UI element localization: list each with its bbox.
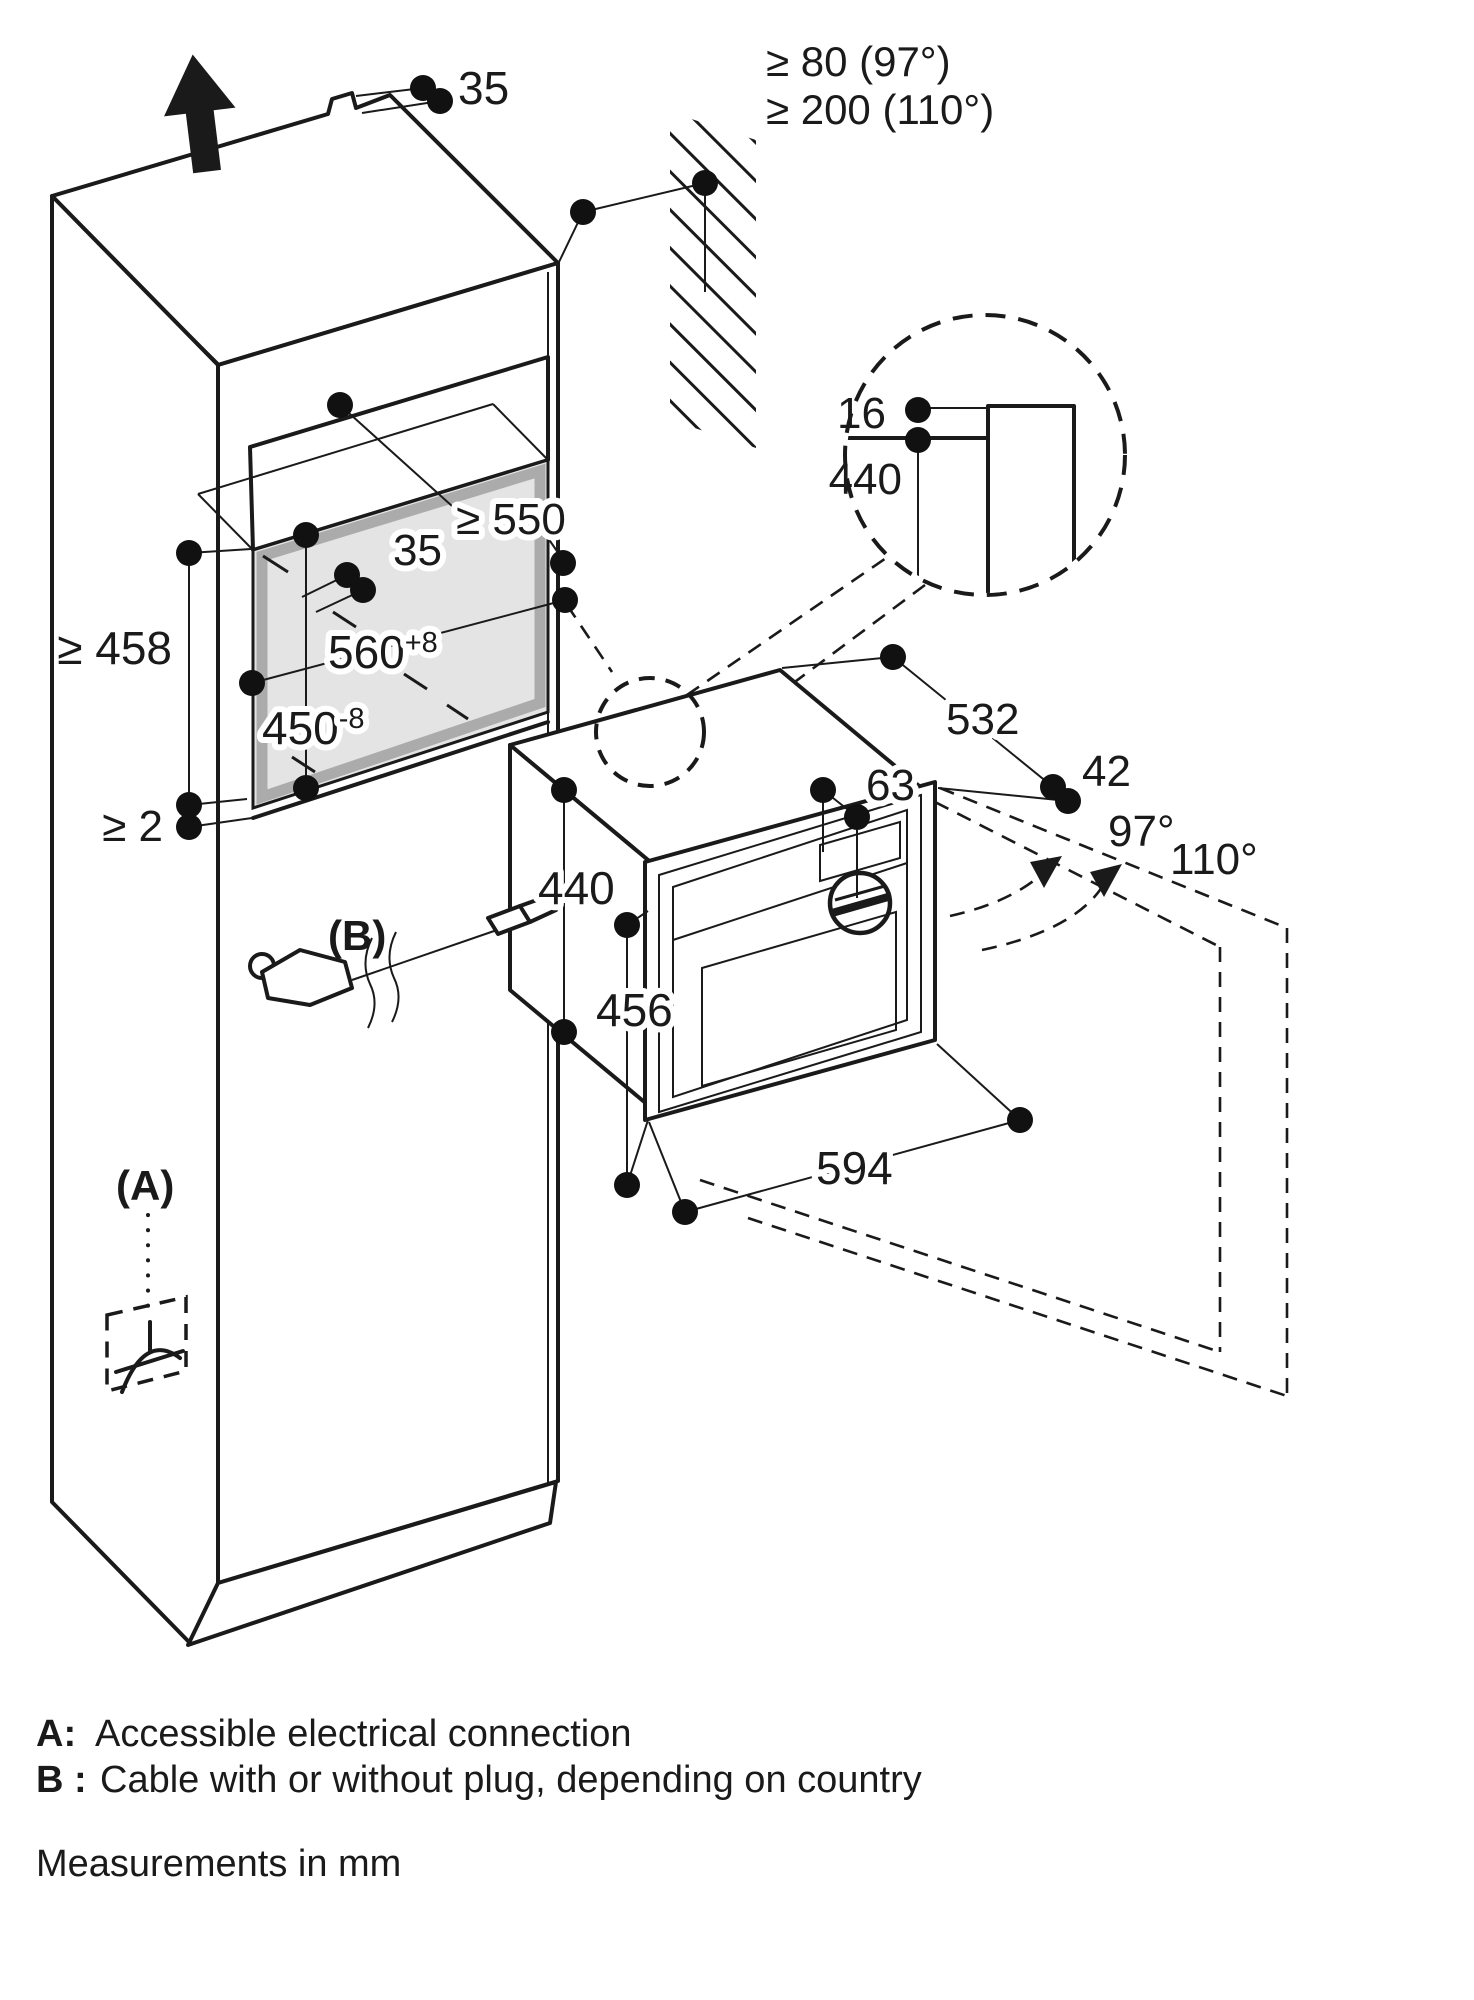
dimension-lines [188,87,1069,1213]
dim-niche-depth: ≥ 550 [456,495,566,544]
door-window [701,910,897,1088]
power-cable-and-plug [248,894,558,1029]
dim-wall-clearance-97: ≥ 80 (97°) [766,38,951,85]
dim-body-height: 440 [538,862,615,914]
callout-a: (A) [116,1162,174,1209]
legend-a-text: Accessible electrical connection [95,1713,632,1755]
up-arrow-icon [164,54,236,174]
dim-top-offset: 35 [458,62,509,114]
cable-break-mark [388,931,400,1023]
dim-detail-gap: 16 [837,389,886,438]
dim-appliance-depth: 532 [946,695,1019,744]
cabinet-column [50,91,560,1647]
legend: A: Accessible electrical connection B : … [36,1713,922,1885]
electrical-socket-symbol [105,1213,188,1394]
dim-bottom-gap: ≥ 2 [102,802,163,851]
legend-a-key: A: [36,1713,76,1755]
dim-angle-97: 97° [1108,807,1175,856]
callout-b: (B) [328,912,386,959]
swing-arrowhead-110 [1090,864,1122,897]
dim-appliance-width: 594 [816,1142,893,1194]
corner-highlight-circle [594,676,706,788]
dim-detail-height: 440 [829,455,902,504]
dim-control-offset: 63 [866,761,915,810]
cable-connector [518,894,558,924]
dim-niche-width: 560+8 [328,626,438,678]
legend-b-text: Cable with or without plug, depending on… [100,1759,922,1801]
control-knob [827,870,893,936]
dim-niche-height-min: ≥ 458 [57,622,172,674]
dim-door-thickness: 42 [1082,747,1131,796]
measurements-note: Measurements in mm [36,1843,401,1885]
control-display [819,820,901,883]
door-open-positions [699,786,1289,1398]
legend-b-key: B : [36,1759,87,1801]
plug-body [260,948,354,1007]
dim-niche-opening-height: 450-8 [262,702,365,754]
swing-arrowhead-97 [1030,856,1062,888]
oven-body [508,668,937,1122]
dim-rear-offset: 35 [393,526,442,575]
appliance-niche [251,457,550,820]
corner-tick-marks [262,554,469,774]
wall-section-hatch [670,112,756,448]
dim-front-height: 456 [596,984,673,1036]
dim-wall-clearance-110: ≥ 200 (110°) [766,86,994,133]
dim-angle-110: 110° [1170,835,1258,884]
detail-circle [843,313,1127,597]
cable-break-mark [364,937,376,1029]
dimension-dots [176,75,1081,1225]
